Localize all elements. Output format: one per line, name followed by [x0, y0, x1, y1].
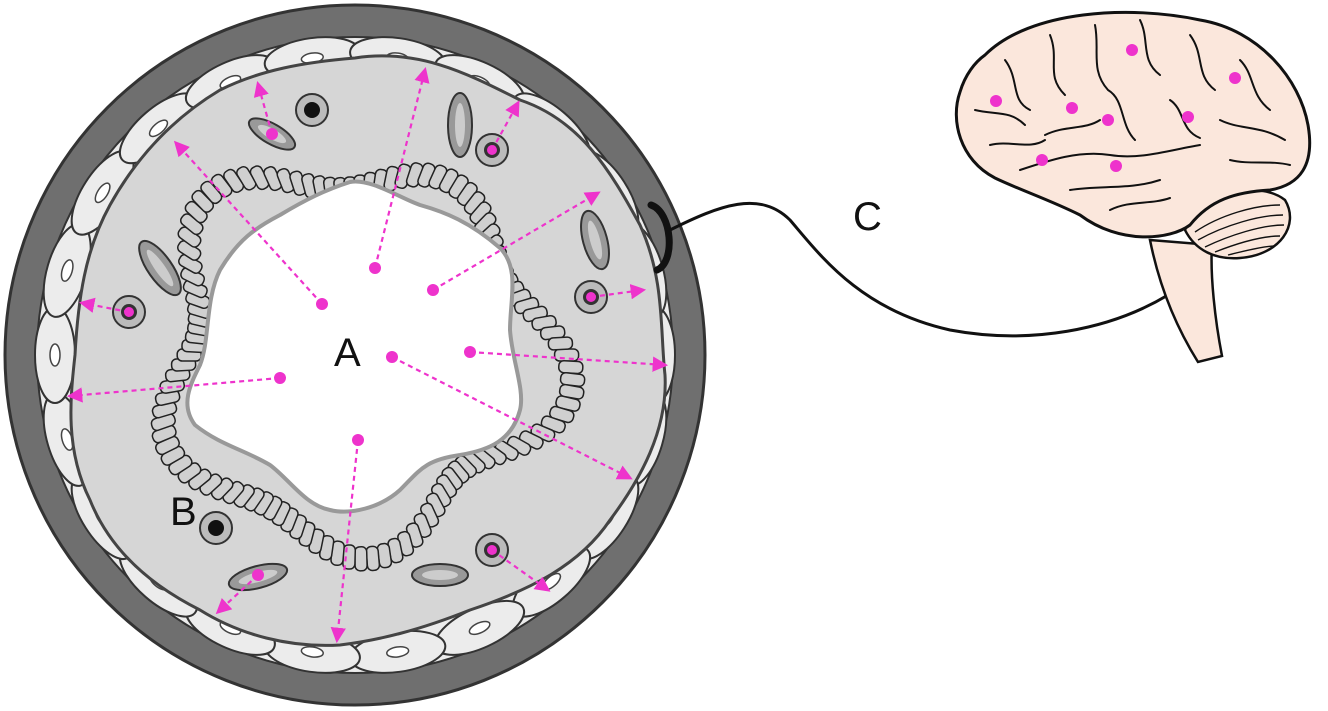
lining-cell: [366, 546, 380, 571]
marker-dot: [427, 284, 439, 296]
marker-dot: [316, 298, 328, 310]
marker-dot: [266, 128, 278, 140]
cell-nucleus: [50, 344, 60, 366]
marker-dot: [1126, 44, 1138, 56]
label-a: A: [334, 331, 361, 375]
vessel-oval: [412, 564, 468, 586]
marker-dot: [274, 372, 286, 384]
marker-dot: [1182, 111, 1194, 123]
vessel-round: [200, 512, 232, 544]
lining-cell: [548, 337, 573, 350]
brain-stem: [1150, 240, 1222, 362]
marker-dot: [1102, 114, 1114, 126]
brain-icon: [956, 12, 1309, 362]
label-c: C: [853, 195, 882, 239]
marker-dot: [1036, 154, 1048, 166]
lining-cell: [558, 360, 583, 373]
marker-dot: [369, 262, 381, 274]
marker-dot: [1066, 102, 1078, 114]
marker-dot: [1110, 160, 1122, 172]
marker-dot: [352, 434, 364, 446]
cross-section: A B: [5, 5, 705, 705]
vessel-oval: [448, 93, 472, 157]
marker-dot: [990, 95, 1002, 107]
lining-cell: [355, 547, 368, 571]
vessel-round: [296, 94, 328, 126]
marker-dot: [386, 351, 398, 363]
lining-cell: [555, 349, 579, 361]
label-b: B: [170, 490, 197, 534]
marker-dot: [464, 346, 476, 358]
marker-dot: [252, 569, 264, 581]
marker-dot: [1229, 72, 1241, 84]
